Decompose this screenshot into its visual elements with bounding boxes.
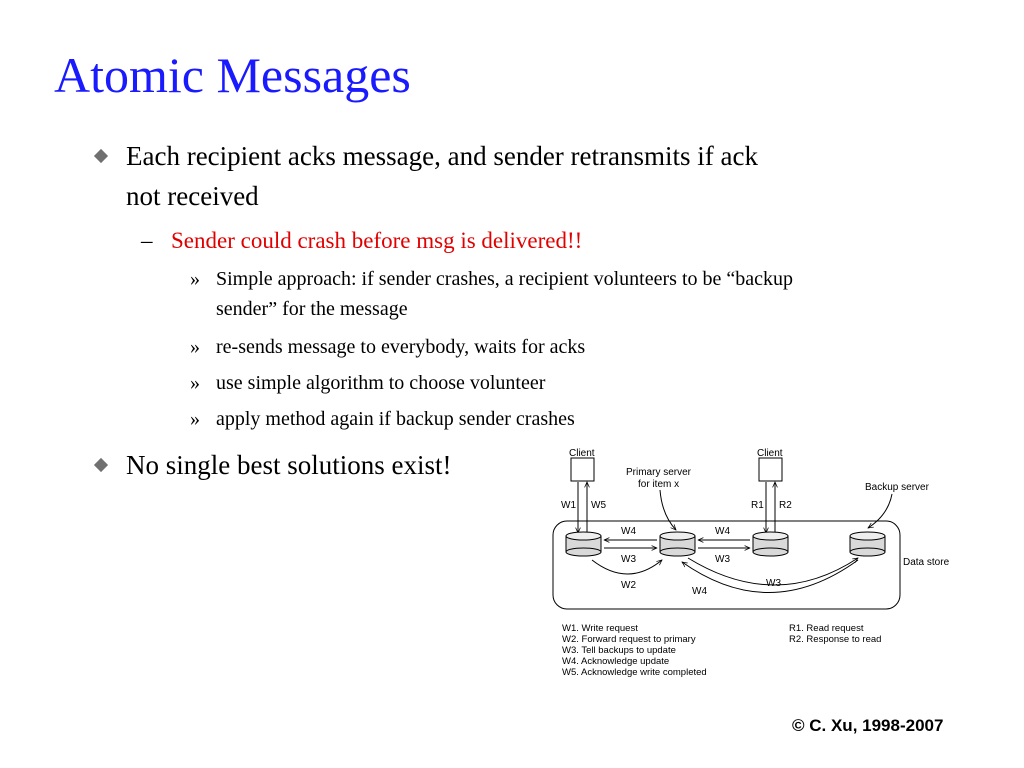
w3-left-label: W3 xyxy=(621,554,636,565)
primary-pointer xyxy=(659,489,676,530)
database-icon xyxy=(565,531,602,557)
client-left-label: Client xyxy=(569,448,595,459)
diamond-bullet-icon xyxy=(93,148,109,164)
database-icon xyxy=(849,531,886,557)
w4-right-label: W4 xyxy=(715,526,730,537)
bullet-1-line-1: Each recipient acks message, and sender … xyxy=(126,141,758,171)
diamond-bullet-icon xyxy=(93,457,109,473)
w3-bottom-label: W3 xyxy=(766,578,781,589)
bullet-2-line-1: No single best solutions exist! xyxy=(126,450,452,480)
copyright-footer: © C. Xu, 1998-2007 xyxy=(792,716,944,735)
client-left-box xyxy=(570,457,595,482)
database-icon xyxy=(659,531,696,557)
w3-curve-arrow xyxy=(687,558,858,586)
bullet-1-line-2: not received xyxy=(126,181,259,211)
item-1-line-2: sender” for the message xyxy=(216,298,408,320)
item-marker: » xyxy=(190,372,200,394)
item-marker: » xyxy=(190,408,200,430)
item-marker: » xyxy=(190,268,200,290)
diagram-legend: W1. Write request W2. Forward request to… xyxy=(562,623,881,678)
backup-pointer xyxy=(868,493,893,528)
item-marker: » xyxy=(190,336,200,358)
sub-bullet-marker: – xyxy=(141,228,153,253)
r2-label: R2 xyxy=(779,500,792,511)
sub-bullet-text: Sender could crash before msg is deliver… xyxy=(171,228,583,253)
w4-curve-arrow xyxy=(682,559,859,593)
data-store-box xyxy=(552,520,901,610)
slide-title: Atomic Messages xyxy=(54,47,411,103)
legend-item: R2. Response to read xyxy=(789,634,881,645)
w1-label: W1 xyxy=(561,500,576,511)
r1-label: R1 xyxy=(751,500,764,511)
backup-server-label: Backup server xyxy=(865,482,930,493)
w4-bottom-label: W4 xyxy=(692,586,707,597)
item-3-line-1: use simple algorithm to choose volunteer xyxy=(216,372,546,394)
w3-right-label: W3 xyxy=(715,554,730,565)
w2-label: W2 xyxy=(621,580,636,591)
item-4-line-1: apply method again if backup sender cras… xyxy=(216,408,575,430)
data-store-label: Data store xyxy=(903,557,950,568)
primary-server-sublabel: for item x xyxy=(638,479,679,490)
legend-item: R1. Read request xyxy=(789,623,864,634)
legend-item: W1. Write request xyxy=(562,623,638,634)
item-1-line-1: Simple approach: if sender crashes, a re… xyxy=(216,268,794,290)
legend-item: W2. Forward request to primary xyxy=(562,634,696,645)
database-icon xyxy=(752,531,789,557)
w2-curve-arrow xyxy=(591,560,662,575)
client-right-box xyxy=(758,457,783,482)
legend-item: W4. Acknowledge update xyxy=(562,656,669,667)
item-2-line-1: re-sends message to everybody, waits for… xyxy=(216,336,586,358)
w5-label: W5 xyxy=(591,500,606,511)
w4-left-label: W4 xyxy=(621,526,636,537)
primary-server-label: Primary server xyxy=(626,467,692,478)
legend-item: W3. Tell backups to update xyxy=(562,645,676,656)
legend-item: W5. Acknowledge write completed xyxy=(562,667,707,678)
client-right-label: Client xyxy=(757,448,783,459)
